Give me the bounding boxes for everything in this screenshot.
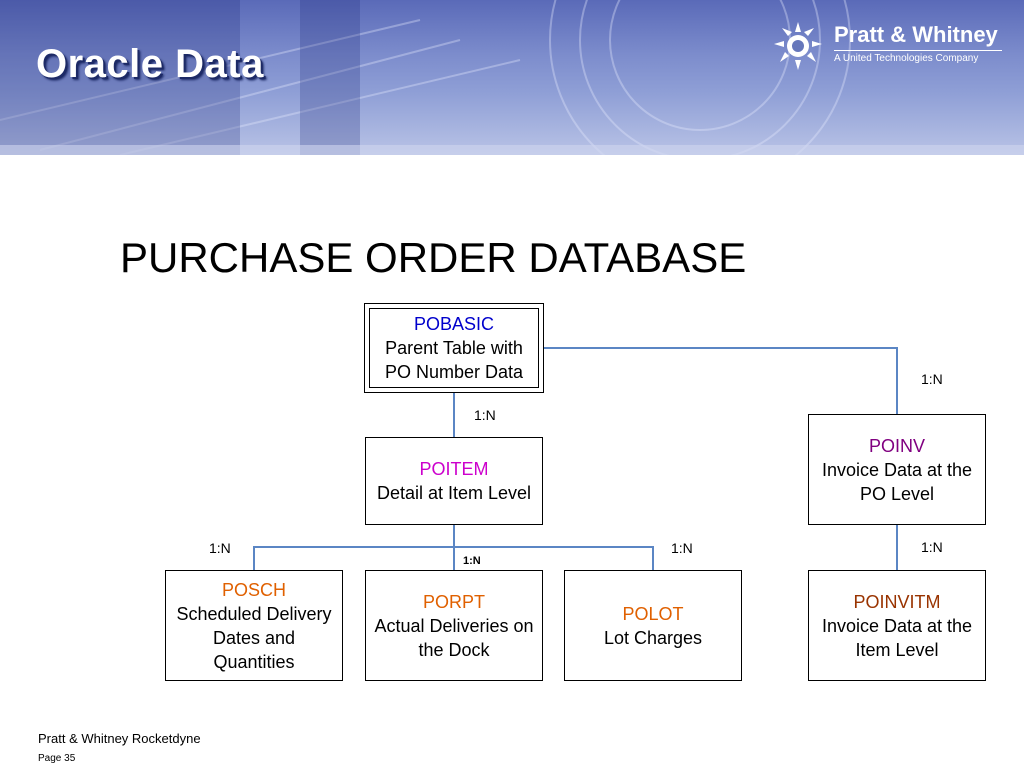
table-posch: POSCH Scheduled Delivery Dates and Quant… (165, 570, 343, 681)
logo-tagline: A United Technologies Company (834, 53, 979, 64)
table-posch-name: POSCH (221, 579, 286, 600)
diagram-heading: PURCHASE ORDER DATABASE (120, 234, 747, 281)
table-poitem: POITEM Detail at Item Level (365, 437, 543, 525)
table-posch-desc-3: Quantities (213, 651, 295, 672)
table-polot-desc-1: Lot Charges (603, 627, 703, 648)
pw-eagle-logo-icon (774, 22, 822, 70)
table-porpt-name: PORPT (422, 591, 485, 612)
company-logo: Pratt & Whitney A United Technologies Co… (772, 18, 1012, 78)
table-porpt-desc-2: the Dock (418, 639, 490, 660)
connector-pobasic-poinv (544, 347, 898, 414)
connector-bus-polot (454, 546, 654, 570)
rel-label-poitem-porpt: 1:N (463, 555, 481, 567)
footer-page-number: Page 35 (38, 753, 76, 764)
table-poinv-desc-2: PO Level (859, 483, 935, 504)
connector-bus-posch (253, 546, 454, 570)
banner-background-art (0, 0, 1024, 155)
table-poinv: POINV Invoice Data at the PO Level (808, 414, 986, 525)
table-polot: POLOT Lot Charges (564, 570, 742, 681)
rel-label-poitem-polot: 1:N (671, 540, 693, 556)
table-pobasic-name: POBASIC (413, 314, 495, 334)
table-poitem-desc-1: Detail at Item Level (376, 483, 532, 503)
table-poinv-desc-1: Invoice Data at the (821, 459, 973, 480)
table-poinv-name: POINV (868, 435, 925, 456)
table-posch-desc-2: Dates and (212, 627, 296, 648)
logo-divider (834, 50, 1002, 51)
table-porpt: PORPT Actual Deliveries on the Dock (365, 570, 543, 681)
rel-label-poinv-poinvitm: 1:N (921, 539, 943, 555)
table-pobasic: POBASIC Parent Table with PO Number Data (364, 303, 544, 393)
table-poinvitm-desc-1: Invoice Data at the (821, 615, 973, 636)
table-poinvitm: POINVITM Invoice Data at the Item Level (808, 570, 986, 681)
table-poinvitm-name: POINVITM (853, 591, 941, 612)
footer-company: Pratt & Whitney Rocketdyne (38, 731, 201, 746)
rel-label-pobasic-poinv: 1:N (921, 371, 943, 387)
table-poitem-name: POITEM (419, 459, 489, 479)
table-poinvitm-desc-2: Item Level (855, 639, 939, 660)
table-porpt-desc-1: Actual Deliveries on (374, 615, 534, 636)
rel-label-pobasic-poitem: 1:N (474, 407, 496, 423)
slide-title: Oracle Data (36, 42, 264, 86)
logo-company-name: Pratt & Whitney (834, 22, 998, 47)
rel-label-poitem-posch: 1:N (209, 540, 231, 556)
table-polot-name: POLOT (622, 603, 684, 624)
table-posch-desc-1: Scheduled Delivery (176, 603, 332, 624)
header-banner: Oracle Data Pratt & Whitney A United Tec… (0, 0, 1024, 155)
table-pobasic-desc-2: PO Number Data (384, 362, 524, 382)
table-pobasic-inner-border (369, 308, 539, 388)
table-pobasic-desc-1: Parent Table with (385, 338, 523, 358)
